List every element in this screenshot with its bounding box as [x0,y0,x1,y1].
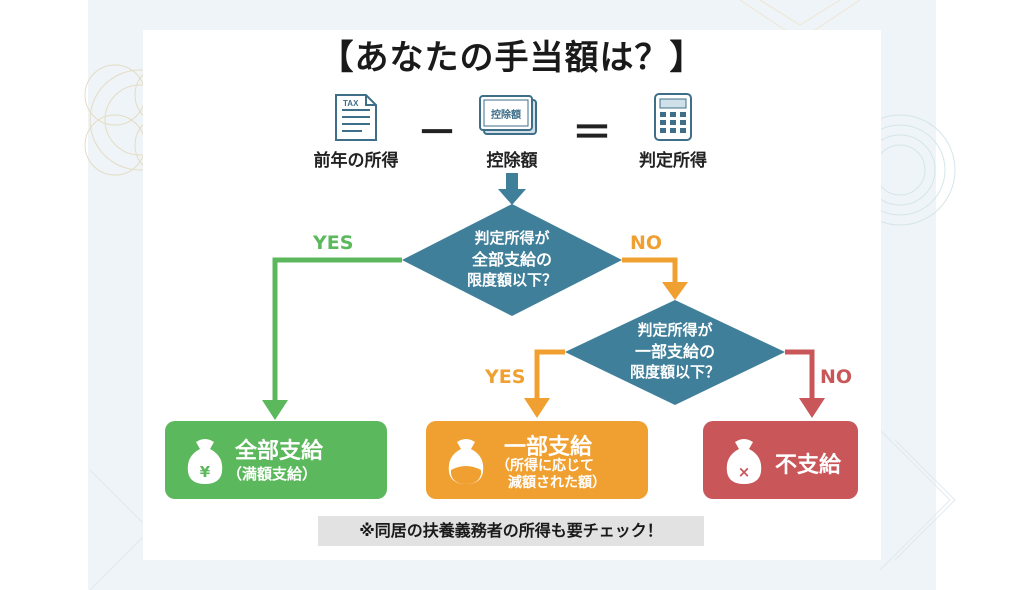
deduction-ticket-label: 控除額 [491,108,521,121]
minus-operator: － [417,110,457,156]
decision2-line3: 限度額以下？ [629,363,720,381]
result-partial-sub1: （所得に応じて [496,458,594,474]
decision2-no-label: NO [820,366,853,388]
deduction-ticket-icon: 控除額 [479,95,537,135]
tax-document-icon: TAX [335,94,377,141]
decision2-line2: 一部支給の [634,342,715,361]
result-none: 不支給 [703,421,858,499]
decision1-line1: 判定所得が [474,229,550,247]
decision2-diamond [565,300,785,405]
money-bag-partial-icon [448,439,484,484]
judgment-income-label: 判定所得 [639,151,707,171]
calculator-icon [654,93,692,141]
decision1-diamond [402,204,622,316]
yes-arrow-1 [262,400,288,420]
decision1-text: 判定所得が 全部支給の 限度額以下？ [442,228,582,291]
deduction-label: 控除額 [486,151,538,171]
equals-operator: ＝ [572,110,612,156]
yes-path-1 [272,257,402,405]
previous-year-income-label: 前年の所得 [313,151,399,171]
result-partial-box [426,421,648,499]
decision2-line1: 判定所得が [637,321,713,339]
svg-text:¥: ¥ [200,463,211,481]
note-banner: ※同居の扶養義務者の所得も要チェック！ [318,516,704,546]
decision1-no-label: NO [630,232,663,254]
result-partial-sub2: 減額された額） [508,475,606,491]
decision2-yes-label: YES [485,366,526,388]
money-bag-empty-icon: × [726,439,762,484]
page-title: 【あなたの手当額は？】 [319,38,705,78]
decision1-line2: 全部支給の [471,250,552,269]
result-none-main: 不支給 [775,453,842,478]
result-full-box [165,421,387,499]
tax-label: TAX [343,99,359,108]
no-arrow-2 [799,398,825,418]
no-path-2 [785,349,815,402]
result-full: 全部支給 （満額支給） [165,421,387,499]
no-path-1 [622,257,678,285]
result-full-main: 全部支給 [235,439,324,464]
yes-path-2 [534,349,565,402]
result-partial: 一部支給 （所得に応じて 減額された額） [426,421,648,499]
money-bag-yen-icon: ¥ [187,439,223,484]
decision1-yes-label: YES [313,232,354,254]
result-full-sub: （満額支給） [227,465,318,483]
yes-arrow-2 [524,398,550,418]
arrow-to-decision1 [498,173,526,205]
svg-text:×: × [738,463,751,481]
decision1-line3: 限度額以下？ [466,271,557,289]
result-partial-main: 一部支給 [504,435,593,460]
decision2-text: 判定所得が 一部支給の 限度額以下？ [605,320,745,383]
no-arrow-1 [662,282,688,300]
